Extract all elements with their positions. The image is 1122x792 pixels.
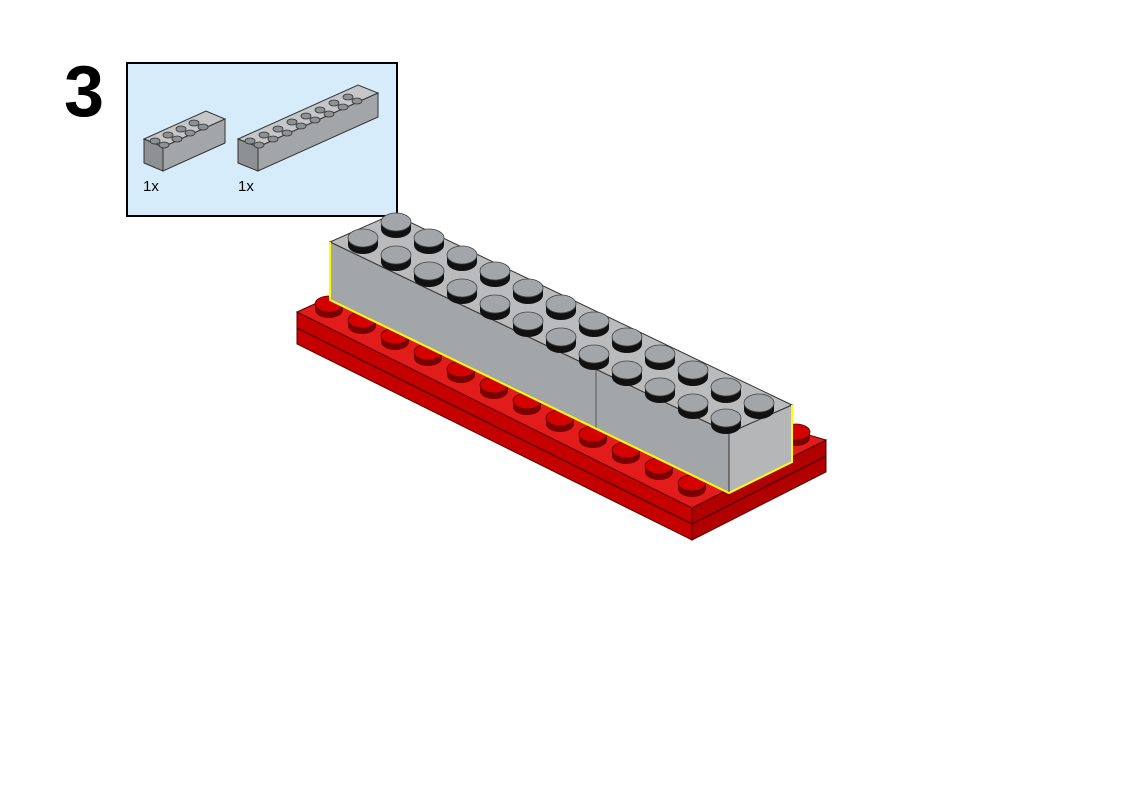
- brick-2x8-icon: [236, 84, 380, 172]
- brick-2x4-icon: [142, 110, 227, 172]
- part-quantity: 1x: [143, 178, 159, 195]
- parts-illustration: [142, 84, 380, 172]
- step-number: 3: [64, 52, 105, 132]
- parts-callout: 1x 1x: [126, 62, 398, 217]
- grey-bricks-assembly: [328, 213, 794, 495]
- part-quantity: 1x: [238, 178, 254, 195]
